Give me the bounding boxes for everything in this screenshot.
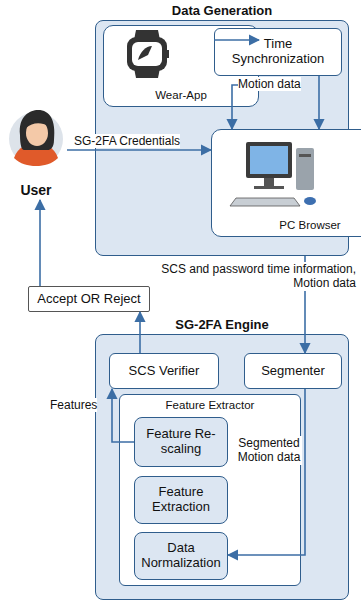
node-label: PC Browser <box>212 219 361 232</box>
edge-label: Motion data <box>238 77 301 91</box>
node-label: Data Normalization <box>139 541 223 571</box>
connector-arrow <box>139 312 141 353</box>
process-box: Feature ExtractorFeature Re-scalingFeatu… <box>119 394 301 586</box>
group-box: SG-2FA EngineSCS VerifierSegmenterFeatur… <box>95 334 349 600</box>
process-box: Feature Extraction <box>134 476 228 524</box>
connector-arrow <box>228 389 305 555</box>
node-label: User <box>5 182 67 198</box>
process-box: PC Browser <box>211 129 361 237</box>
process-box: Feature Re-scaling <box>134 417 228 467</box>
edge-label: SCS and password time information, Motio… <box>150 262 356 291</box>
connector-arrow <box>232 85 259 129</box>
connector-arrow <box>39 200 41 286</box>
node-label: Feature Re-scaling <box>139 427 223 457</box>
connector-arrow <box>214 39 259 41</box>
process-box: Data Normalization <box>134 532 228 580</box>
process-box: Segmenter <box>244 353 342 389</box>
node-label: Accept OR Reject <box>37 292 140 307</box>
process-box: Accept OR Reject <box>28 286 150 312</box>
node-label: Segmenter <box>261 364 325 379</box>
group-title: SG-2FA Engine <box>96 318 348 333</box>
edge-label: Segmented Motion data <box>236 436 302 465</box>
group-title: Data Generation <box>96 4 348 19</box>
process-box: SCS Verifier <box>109 353 219 389</box>
watch-icon <box>127 30 169 78</box>
node-label: Feature Extraction <box>139 485 223 515</box>
edge-label: Features <box>50 398 97 412</box>
connector-arrow <box>67 149 211 151</box>
node-label: Wear-App <box>104 89 258 102</box>
connector-arrow <box>112 389 134 442</box>
connector-arrow <box>318 76 320 129</box>
actor: User <box>5 108 67 200</box>
node-label: Time Synchronization <box>219 37 337 67</box>
computer-icon <box>230 142 316 206</box>
group-title: Feature Extractor <box>120 399 300 412</box>
user-avatar <box>9 110 63 166</box>
edge-label: SG-2FA Credentials <box>74 134 180 148</box>
node-label: SCS Verifier <box>129 364 200 379</box>
process-box: Time Synchronization <box>214 28 342 76</box>
